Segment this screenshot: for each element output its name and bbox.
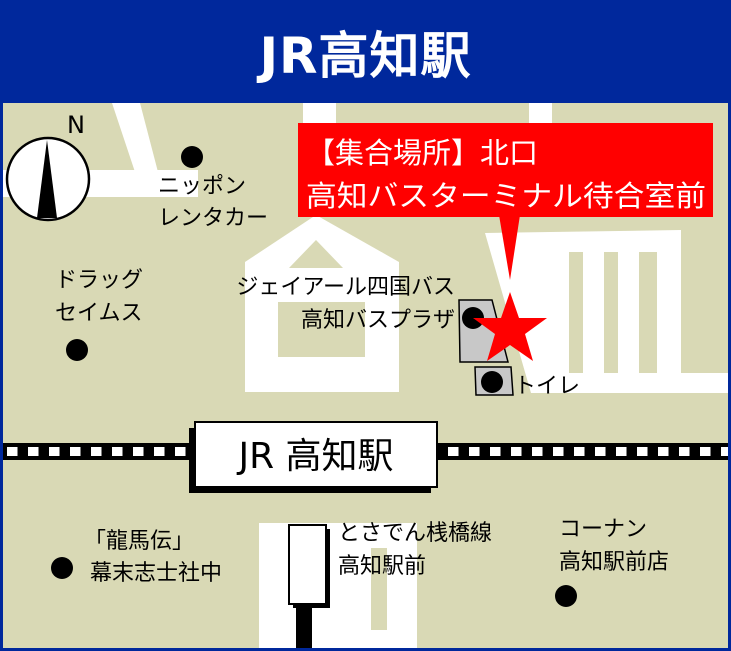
compass: N <box>5 111 91 222</box>
nippon-rentacar-marker-icon <box>181 146 203 168</box>
road-diagonal-nw <box>112 103 158 172</box>
toilet-label: トイレ <box>514 374 580 399</box>
nippon-label-2: レンタカー <box>158 206 268 231</box>
page-title: JR高知駅 <box>259 26 472 85</box>
callout-line2: 高知バスターミナル待合室前 <box>306 179 706 213</box>
road-north-2 <box>529 103 552 128</box>
roads <box>3 103 728 648</box>
station-box: JR 高知駅 <box>189 421 438 493</box>
tram-inner-strip <box>371 548 387 630</box>
header: JR高知駅 <box>0 0 731 103</box>
bus-bay-1 <box>569 252 583 373</box>
star-icon <box>473 292 547 361</box>
kohnan-label-1: コーナン <box>559 517 647 542</box>
north-label: N <box>67 111 85 139</box>
drug-label-1: ドラッグ <box>55 268 143 293</box>
drug-label-2: セイムス <box>55 301 143 326</box>
tram-label-1: とさでん桟橋線 <box>338 521 492 546</box>
north-arrow-icon <box>37 140 47 218</box>
ryomaden-label-2: 幕末志士社中 <box>90 561 222 586</box>
toilet-marker-icon <box>481 371 503 393</box>
loop-inner-block <box>278 302 365 357</box>
bus-plaza-label-1: ジェイアール四国バス <box>236 275 455 300</box>
drug-seims-marker-icon <box>66 339 88 361</box>
loop-inner-triangle <box>289 240 343 268</box>
meeting-point-callout: 【集合場所】北口 高知バスターミナル待合室前 <box>298 123 713 280</box>
road-tram-area <box>259 523 417 648</box>
tram-label-2: 高知駅前 <box>338 554 426 579</box>
bus-bay-3 <box>639 252 657 373</box>
ryomaden-marker-icon <box>51 557 73 579</box>
station-label: JR 高知駅 <box>236 436 393 477</box>
kohnan-marker-icon <box>555 585 577 607</box>
tram-stop <box>288 524 330 648</box>
bus-plaza-label-2: 高知バスプラザ <box>301 308 455 333</box>
kohnan-label-2: 高知駅前店 <box>559 550 669 575</box>
callout-line1: 【集合場所】北口 <box>306 136 538 170</box>
ryomaden-label-1: 「龍馬伝」 <box>84 529 194 554</box>
nippon-label-1: ニッポン <box>158 174 246 199</box>
bus-bay-2 <box>604 252 618 373</box>
